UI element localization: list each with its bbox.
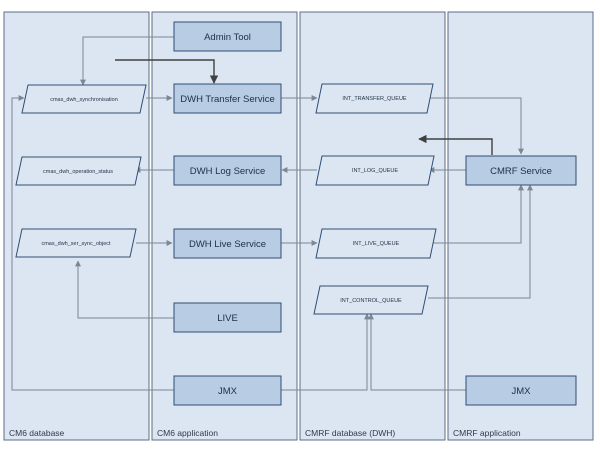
admin-tool-label: Admin Tool bbox=[204, 32, 251, 43]
connector-control-queue-to-cmrf bbox=[428, 184, 533, 299]
queue-control-label: INT_CONTROL_QUEUE bbox=[340, 298, 402, 304]
admin-tool-box[interactable]: Admin Tool bbox=[173, 21, 282, 52]
dwh-transfer-service-box[interactable]: DWH Transfer Service bbox=[173, 83, 282, 114]
connector-dark-from-cmrf bbox=[418, 134, 493, 155]
connector-jmx-to-sync bbox=[11, 95, 174, 391]
dwh-live-service-box[interactable]: DWH Live Service bbox=[173, 228, 282, 259]
connector-live-to-sync-object bbox=[75, 260, 174, 319]
lane-label-cmrf-database: CMRF database (DWH) bbox=[305, 428, 395, 438]
table-operation-status-label: cmas_dwh_operation_status bbox=[43, 169, 113, 175]
queue-live[interactable]: INT_LIVE_QUEUE bbox=[315, 228, 437, 259]
jmx-cm6-box[interactable]: JMX bbox=[173, 375, 282, 406]
table-ser-sync-object[interactable]: cmas_dwh_ser_sync_object bbox=[15, 228, 137, 258]
queue-control[interactable]: INT_CONTROL_QUEUE bbox=[313, 285, 429, 315]
connector-dark-to-transfer bbox=[115, 59, 219, 84]
table-synchronisation-label: cmas_dwh_synchronisation bbox=[50, 97, 118, 103]
dwh-live-service-label: DWH Live Service bbox=[189, 239, 266, 250]
dwh-log-service-box[interactable]: DWH Log Service bbox=[173, 155, 282, 186]
queue-log-label: INT_LOG_QUEUE bbox=[352, 168, 398, 174]
queue-live-label: INT_LIVE_QUEUE bbox=[353, 241, 400, 247]
cmrf-service-label: CMRF Service bbox=[490, 166, 552, 177]
connector-jmx-cmrf-to-control bbox=[368, 313, 466, 391]
lane-label-cm6-application: CM6 application bbox=[157, 428, 218, 438]
jmx-cmrf-label: JMX bbox=[512, 386, 532, 397]
queue-transfer[interactable]: INT_TRANSFER_QUEUE bbox=[315, 83, 434, 114]
cmrf-service-box[interactable]: CMRF Service bbox=[465, 155, 577, 186]
live-label: LIVE bbox=[217, 313, 238, 324]
lane-label-cmrf-application: CMRF application bbox=[453, 428, 521, 438]
queue-log[interactable]: INT_LOG_QUEUE bbox=[315, 155, 435, 186]
table-synchronisation[interactable]: cmas_dwh_synchronisation bbox=[21, 84, 147, 114]
table-operation-status[interactable]: cmas_dwh_operation_status bbox=[15, 156, 142, 186]
lane-label-cm6-database: CM6 database bbox=[9, 428, 65, 438]
jmx-cm6-label: JMX bbox=[218, 386, 238, 397]
connector-admin-to-sync bbox=[80, 36, 174, 86]
connector-jmx-cm6-to-control bbox=[281, 313, 370, 391]
live-box[interactable]: LIVE bbox=[173, 302, 282, 333]
table-ser-sync-object-label: cmas_dwh_ser_sync_object bbox=[41, 241, 111, 247]
connector-live-queue-to-cmrf bbox=[430, 184, 524, 244]
jmx-cmrf-box[interactable]: JMX bbox=[465, 375, 577, 406]
lane-cmrf-database: CMRF database (DWH) bbox=[299, 11, 446, 441]
connectors bbox=[11, 36, 533, 391]
dwh-transfer-service-label: DWH Transfer Service bbox=[180, 94, 275, 105]
dwh-log-service-label: DWH Log Service bbox=[190, 166, 266, 177]
connector-queue-to-cmrf bbox=[427, 97, 524, 155]
queue-transfer-label: INT_TRANSFER_QUEUE bbox=[342, 96, 407, 102]
lane-cm6-database: CM6 database bbox=[3, 11, 150, 441]
lane-cm6-application: CM6 application bbox=[151, 11, 298, 441]
